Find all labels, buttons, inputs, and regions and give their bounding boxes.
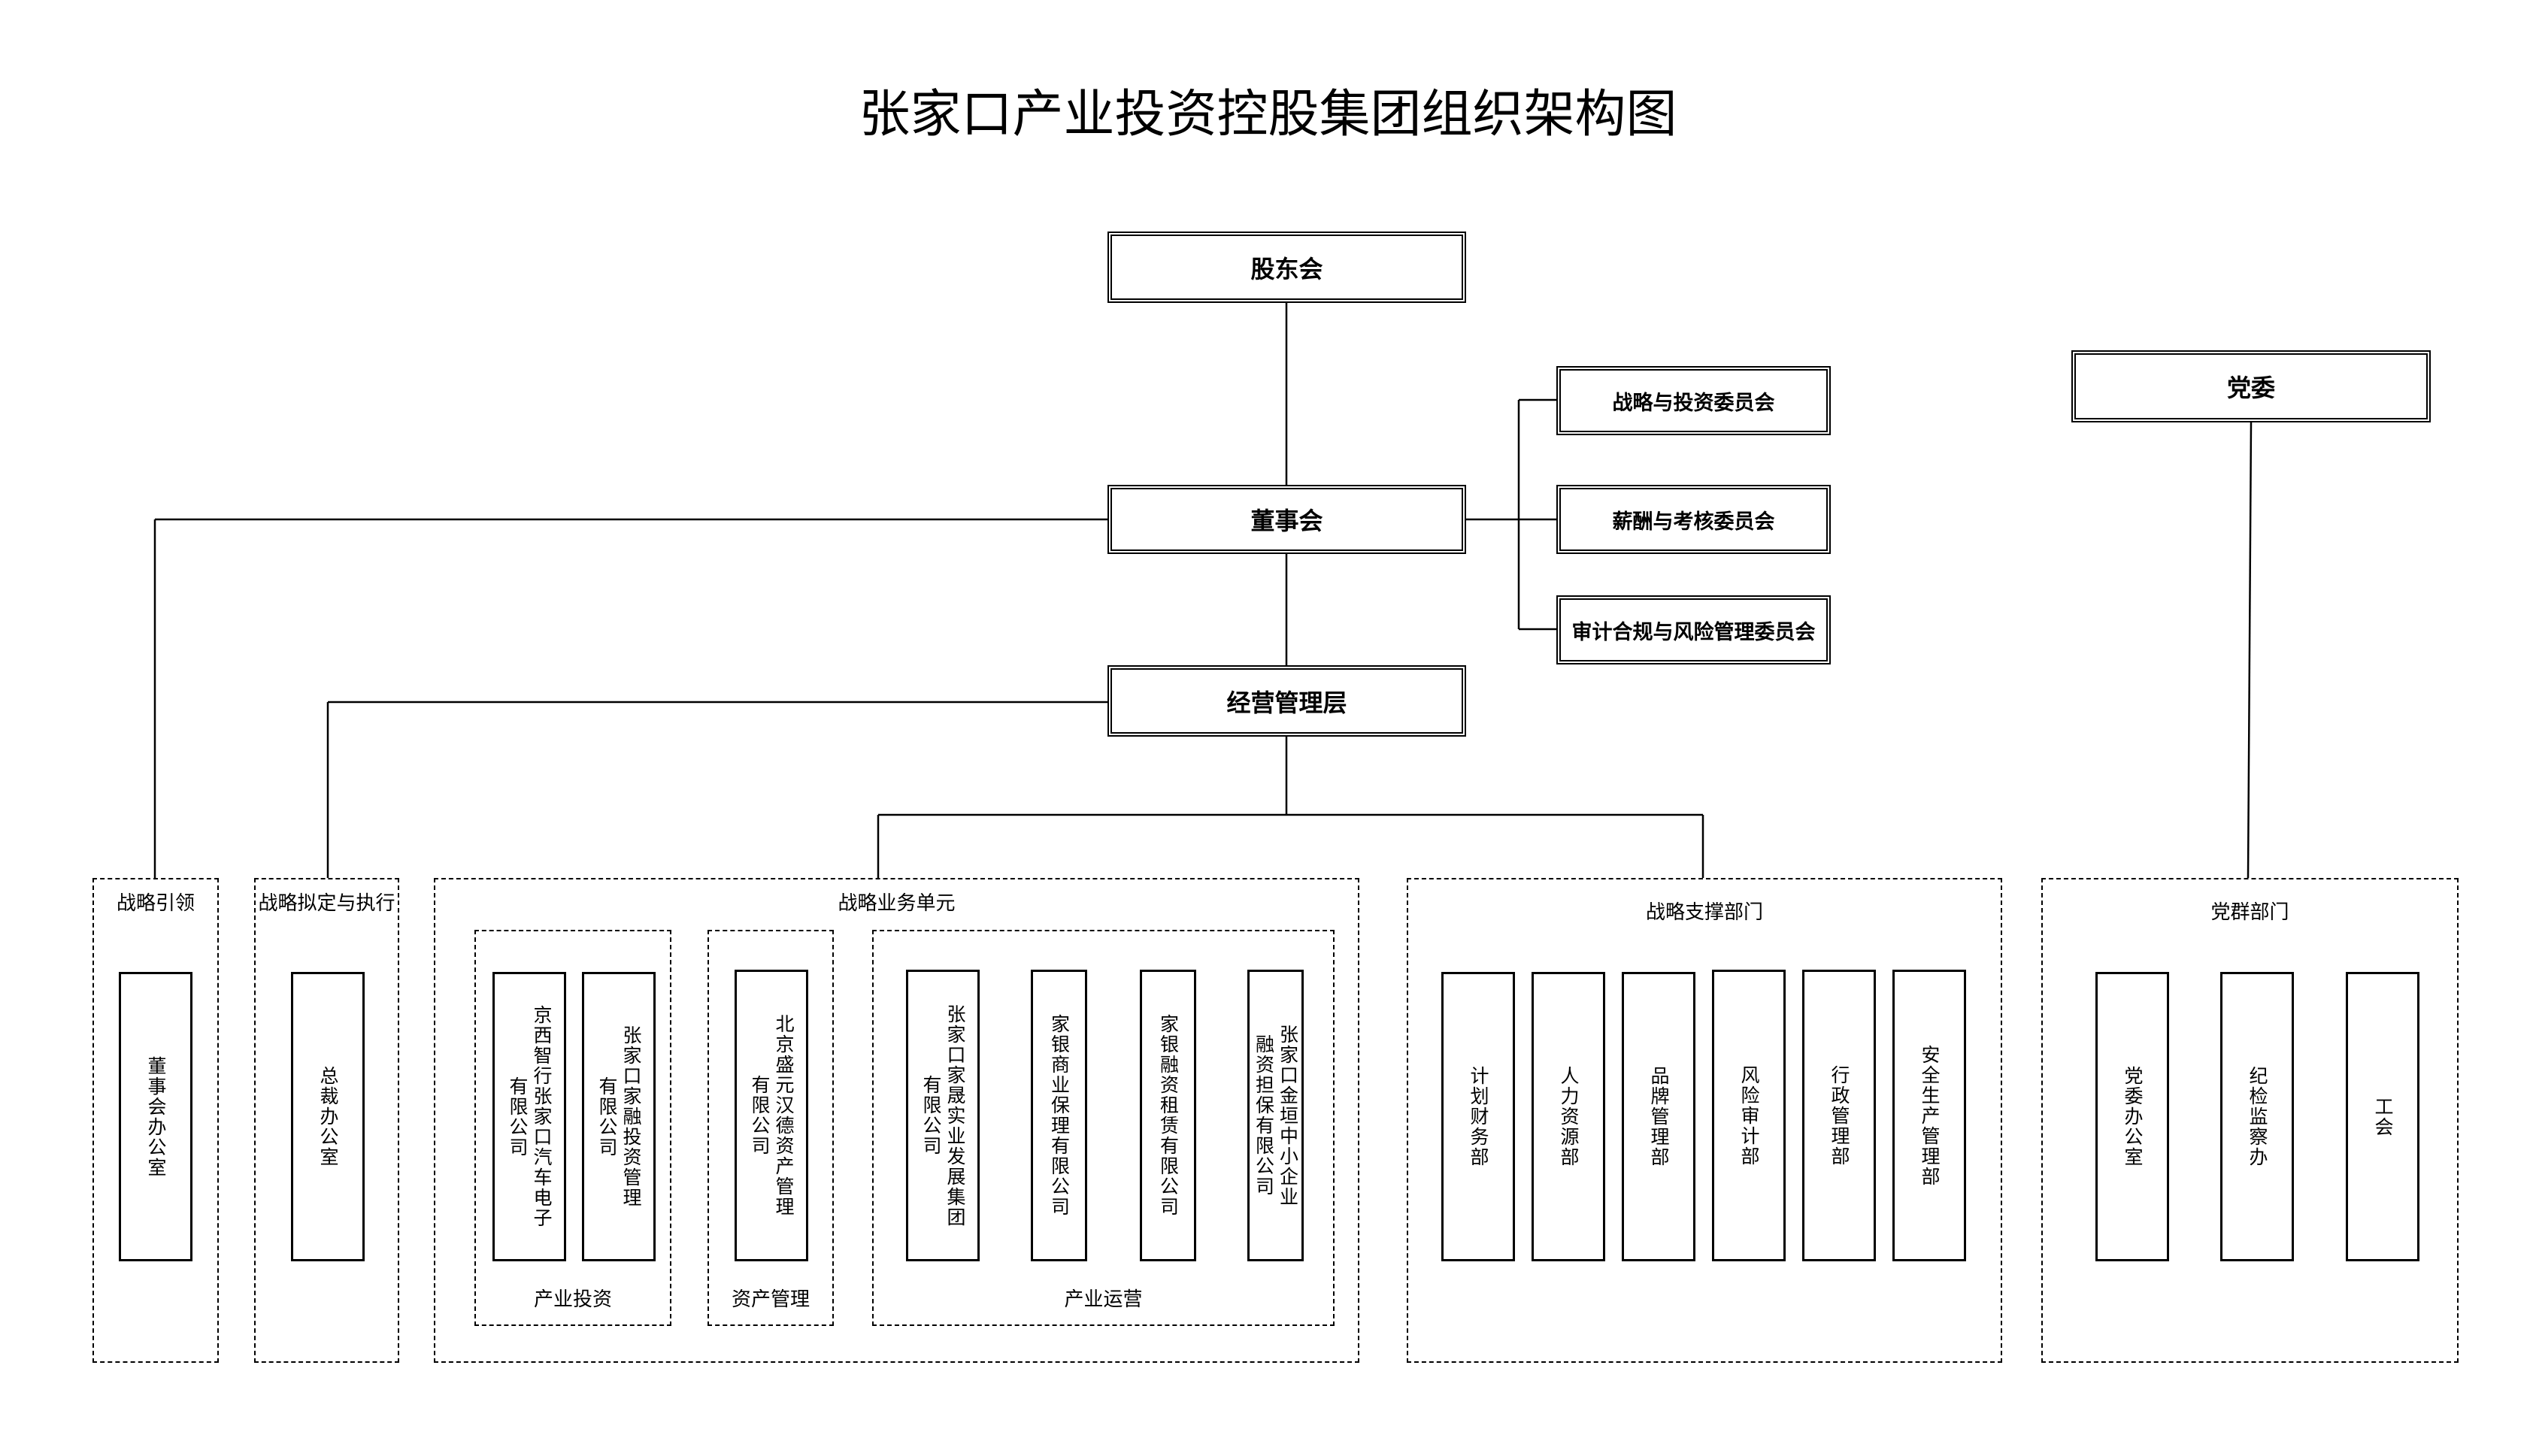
- dept-label: 人力资源部: [1558, 1066, 1580, 1167]
- company-jiayin-factoring: 家银商业保理有限公司: [1031, 970, 1087, 1261]
- dept-label: 行政管理部: [1829, 1064, 1850, 1167]
- group-party-mass: [2041, 878, 2459, 1363]
- dept-label: 工会: [2372, 1096, 2394, 1137]
- subgroup-industrial-investment: [474, 930, 671, 1326]
- group-strategic-guidance: [92, 878, 219, 1363]
- company-label: 家银商业保理有限公司: [1048, 1014, 1071, 1217]
- audit-risk-committee: 审计合规与风险管理委员会: [1556, 595, 1831, 664]
- dept-planning-finance: 计划财务部: [1441, 972, 1515, 1261]
- shareholders-box: 股东会: [1107, 232, 1466, 303]
- company-jiayin-leasing: 家银融资租赁有限公司: [1140, 970, 1196, 1261]
- company-label: 张家口家融投资管理 有限公司: [596, 1025, 642, 1208]
- company-shengyuan-hande: 北京盛元汉德资产管理 有限公司: [735, 970, 808, 1261]
- dept-president-office: 总裁办公室: [291, 972, 365, 1261]
- group-label-strategy-execution: 战略拟定与执行: [258, 892, 395, 915]
- dept-labor-union: 工会: [2346, 972, 2419, 1261]
- page-title: 张家口产业投资控股集团组织架构图: [859, 85, 1677, 144]
- company-jiasheng-group: 张家口家晟实业发展集团 有限公司: [906, 970, 980, 1261]
- company-jiarong-investment: 张家口家融投资管理 有限公司: [582, 972, 656, 1261]
- dept-label: 安全生产管理部: [1919, 1044, 1941, 1187]
- group-support-departments: [1407, 878, 2002, 1363]
- group-label-strategic-guidance: 战略引领: [116, 892, 195, 915]
- compensation-committee: 薪酬与考核委员会: [1556, 485, 1831, 554]
- dept-label: 计划财务部: [1468, 1066, 1489, 1167]
- dept-label: 总裁办公室: [317, 1066, 339, 1167]
- group-strategy-execution: [254, 878, 399, 1363]
- subgroup-label-industrial-investment: 产业投资: [533, 1288, 612, 1311]
- dept-label: 党委办公室: [2122, 1066, 2144, 1167]
- dept-safety-production: 安全生产管理部: [1892, 970, 1966, 1261]
- company-label: 张家口金垣中小企业 融资担保有限公司: [1253, 1024, 1299, 1207]
- company-label: 家银融资租赁有限公司: [1157, 1014, 1180, 1217]
- subgroup-label-industrial-operation: 产业运营: [1064, 1288, 1143, 1311]
- subgroup-asset-management: [707, 930, 834, 1326]
- company-jinyuan-guarantee: 张家口金垣中小企业 融资担保有限公司: [1247, 970, 1304, 1261]
- dept-brand-management: 品牌管理部: [1622, 972, 1695, 1261]
- dept-human-resources: 人力资源部: [1532, 972, 1605, 1261]
- dept-board-office: 董事会办公室: [119, 972, 192, 1261]
- party-committee-box: 党委: [2071, 350, 2431, 422]
- dept-label: 董事会办公室: [145, 1055, 167, 1178]
- company-jingxi-zhixing: 京西智行张家口汽车电子 有限公司: [492, 972, 566, 1261]
- group-label-party-mass: 党群部门: [2210, 901, 2289, 924]
- strategy-investment-committee: 战略与投资委员会: [1556, 366, 1831, 435]
- board-box: 董事会: [1107, 485, 1466, 554]
- subgroup-industrial-operation: [872, 930, 1335, 1326]
- dept-risk-audit: 风险审计部: [1712, 970, 1786, 1261]
- group-business-units: [434, 878, 1359, 1363]
- company-label: 北京盛元汉德资产管理 有限公司: [749, 1014, 795, 1217]
- dept-label: 风险审计部: [1738, 1064, 1760, 1167]
- management-box: 经营管理层: [1107, 665, 1466, 737]
- dept-discipline-inspection: 纪检监察办: [2220, 972, 2294, 1261]
- dept-label: 品牌管理部: [1648, 1066, 1670, 1167]
- company-label: 京西智行张家口汽车电子 有限公司: [507, 1005, 553, 1228]
- group-label-support-departments: 战略支撑部门: [1645, 901, 1763, 924]
- company-label: 张家口家晟实业发展集团 有限公司: [920, 1003, 966, 1227]
- subgroup-label-asset-management: 资产管理: [731, 1288, 810, 1311]
- dept-label: 纪检监察办: [2247, 1066, 2268, 1167]
- group-label-business-units: 战略业务单元: [838, 892, 956, 915]
- dept-party-office: 党委办公室: [2095, 972, 2169, 1261]
- dept-administration: 行政管理部: [1802, 970, 1876, 1261]
